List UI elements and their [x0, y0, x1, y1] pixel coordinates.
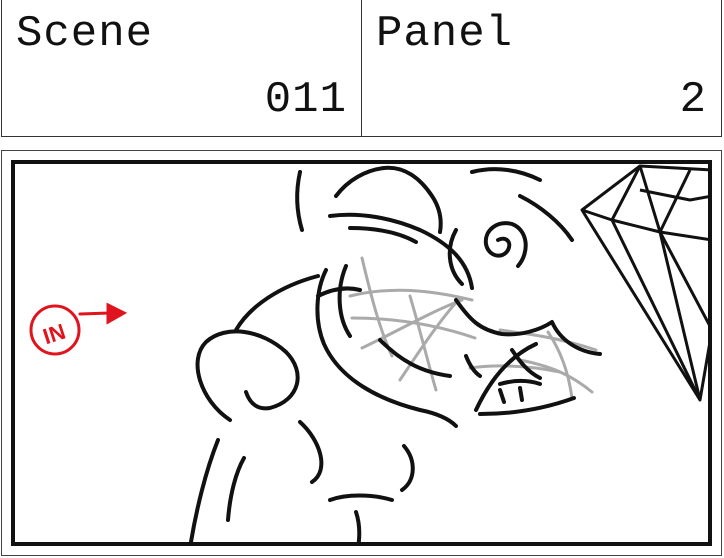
scene-cell: Scene 011: [2, 0, 362, 136]
storyboard-panel: IN: [11, 160, 712, 546]
character-sketch: [188, 165, 602, 542]
storyboard-header: Scene 011 Panel 2: [1, 0, 722, 137]
panel-label: Panel: [376, 9, 514, 59]
sketch-drawing: IN: [29, 164, 708, 542]
diamond-sketch: [580, 164, 708, 402]
camera-in-note: IN: [29, 302, 128, 356]
camera-in-label: IN: [40, 319, 69, 350]
scene-label: Scene: [16, 9, 154, 59]
scene-number: 011: [264, 75, 347, 125]
panel-cell: Panel 2: [362, 0, 721, 136]
panel-number: 2: [679, 75, 707, 125]
rough-sketch-lines: [348, 256, 598, 400]
panel-frame-outer: [1, 150, 722, 556]
